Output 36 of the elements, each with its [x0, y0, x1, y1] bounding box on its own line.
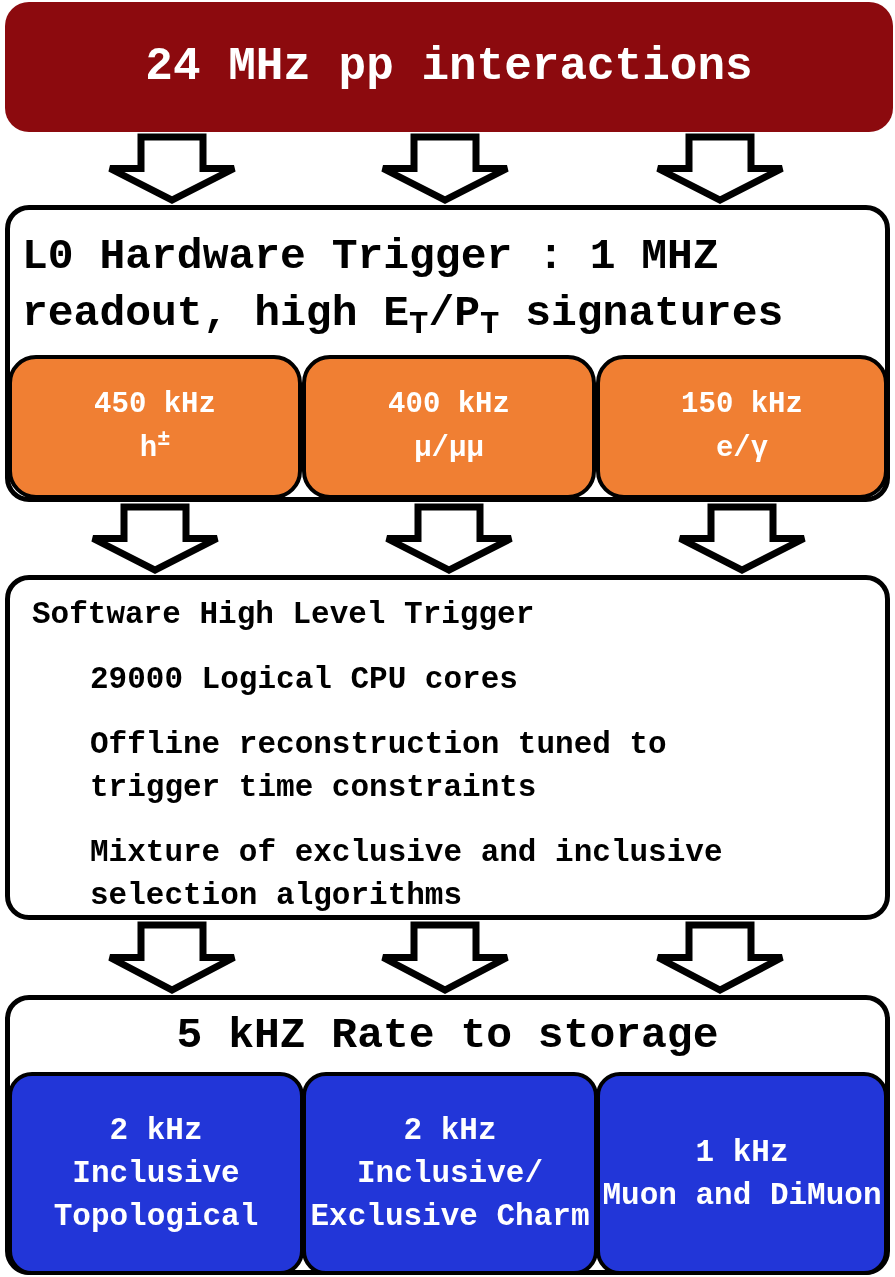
block-arrow	[676, 503, 808, 574]
block-arrow	[379, 133, 511, 204]
label-text: e/γ	[715, 431, 769, 467]
label-text: Inclusive/ Exclusive Charm	[309, 1155, 591, 1236]
trigger-box	[5, 205, 890, 502]
block-arrow	[654, 921, 786, 994]
block-arrow	[89, 503, 221, 574]
storage-box	[5, 995, 890, 1275]
block-arrow	[379, 921, 511, 994]
label-text: Muon and DiMuon	[602, 1176, 882, 1215]
rate-text: 450 kHz	[94, 387, 216, 423]
rate-text: 400 kHz	[388, 387, 510, 423]
rate-text: 2 kHz	[109, 1112, 203, 1150]
block-arrow	[383, 503, 515, 574]
rate-box	[596, 355, 888, 499]
heading-text: L0 Hardware Trigger : 1 MHZ readout, high E$_{T}$/P$_{T}$ signatures	[22, 231, 785, 342]
title-text: 24 MHz pp interactions	[145, 39, 753, 95]
rate-text: 150 kHz	[681, 387, 803, 423]
label-text: Inclusive Topological	[52, 1155, 260, 1236]
rate-box	[8, 355, 302, 499]
rate-text: 2 kHz	[403, 1112, 497, 1150]
bullet-text: Offline reconstruction tuned to trigger time constraints	[90, 726, 668, 807]
bullet-text: 29000 Logical CPU cores	[90, 661, 519, 699]
rate-text: 1 kHz	[695, 1133, 789, 1172]
stream-box	[8, 1072, 304, 1275]
bullet-text: Mixture of exclusive and inclusive selection algorithms	[90, 834, 724, 915]
label-text: h$^{±}$	[139, 427, 171, 467]
block-arrow	[106, 921, 238, 994]
heading-text: 5 kHZ Rate to storage	[175, 1010, 720, 1062]
heading-text: Software High Level Trigger	[32, 596, 536, 634]
stream-box	[596, 1072, 888, 1275]
software-trigger-box	[5, 575, 890, 920]
source-box	[5, 2, 893, 132]
block-arrow	[106, 133, 238, 204]
block-arrow	[654, 133, 786, 204]
label-text: μ/μμ	[414, 431, 484, 467]
